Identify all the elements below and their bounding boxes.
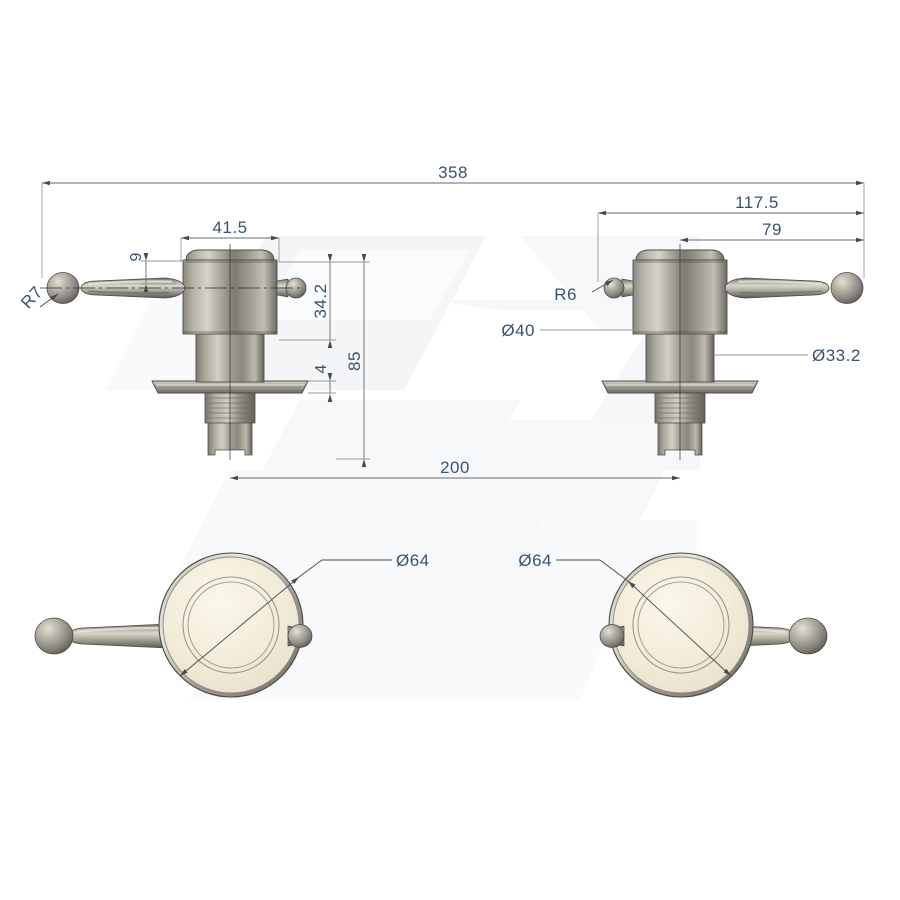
left-tap-elevation — [40, 244, 309, 460]
dimension-lever-radius-left: R7 — [17, 283, 46, 313]
right-tap-stub — [621, 278, 634, 298]
dimension-body-width: 41.5 — [212, 218, 247, 237]
dimension-shank-diameter: Ø33.2 — [812, 346, 861, 365]
dimension-lever-offset: 9 — [128, 252, 145, 261]
right-tap-lever-knob[interactable] — [830, 272, 864, 304]
dimension-centre-spacing: 200 — [440, 458, 470, 477]
dimension-flange-thickness: 4 — [313, 364, 330, 373]
dimension-plate-diameter-right: Ø64 — [518, 551, 552, 570]
left-tap-plan — [34, 552, 313, 698]
dimension-plate-diameter-left: Ø64 — [396, 551, 430, 570]
dimension-body-diameter: Ø40 — [501, 321, 535, 340]
right-tap-lever[interactable] — [723, 276, 831, 300]
left-plan-stub-knob — [287, 624, 313, 648]
dimension-total-height: 85 — [345, 351, 364, 371]
right-tap-elevation — [601, 244, 864, 460]
left-tap-centre-lines — [40, 244, 300, 460]
dimension-handle-reach: 117.5 — [735, 193, 779, 212]
dimension-overall-width: 358 — [438, 163, 468, 182]
right-tap-stub-knob — [603, 277, 625, 299]
dimension-lines — [39, 180, 865, 677]
dimension-labels: 358 41.5 9 34.2 4 85 200 R7 R6 117.5 79 … — [17, 163, 861, 570]
dimension-lever-radius-right: R6 — [554, 285, 577, 304]
dimension-lever-length: 79 — [762, 220, 782, 239]
right-plan-stub-knob — [599, 624, 625, 648]
right-tap-plan — [599, 552, 828, 698]
left-plan-lever-knob[interactable] — [34, 617, 74, 655]
dimension-body-height: 34.2 — [311, 283, 330, 318]
right-plan-lever-knob[interactable] — [788, 617, 828, 655]
